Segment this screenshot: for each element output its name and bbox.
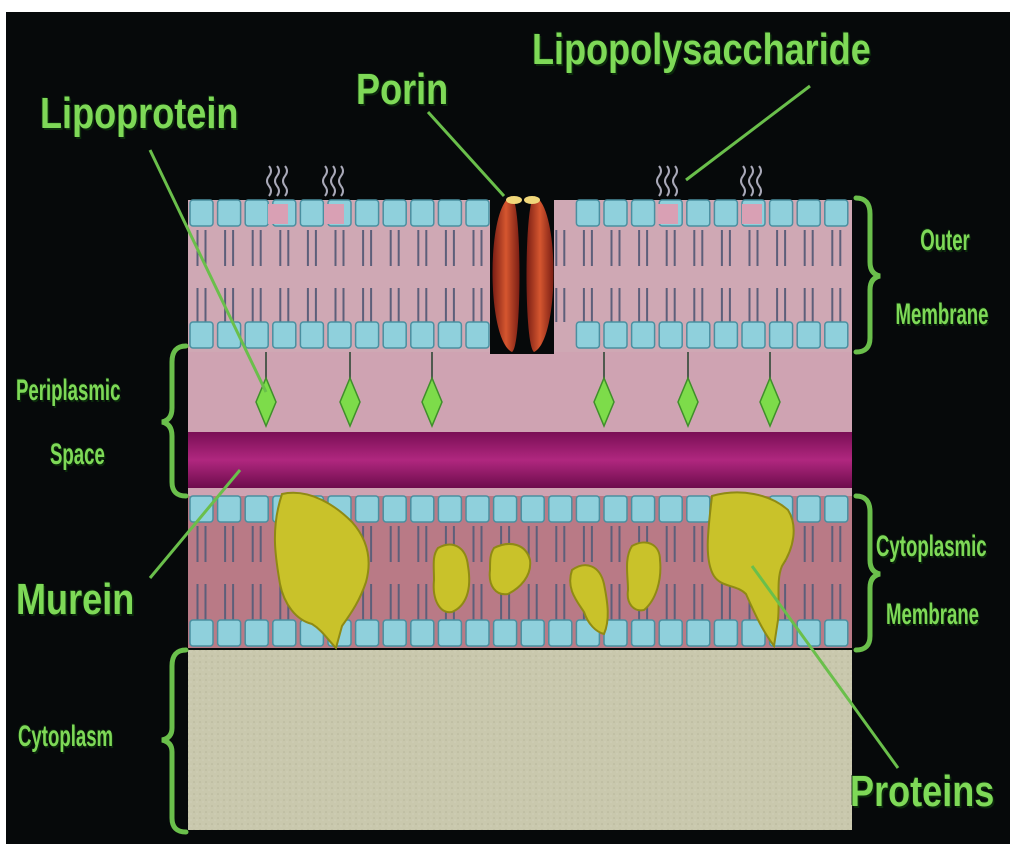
phospholipid-head — [245, 200, 268, 226]
periplasmic-label-line1: Periplasmic — [16, 376, 120, 406]
phospholipid-head — [825, 620, 848, 646]
phospholipid-head — [687, 620, 710, 646]
phospholipid-head — [411, 322, 434, 348]
phospholipid-head — [604, 322, 627, 348]
phospholipid-head — [825, 496, 848, 522]
lps-core — [324, 204, 344, 224]
phospholipid-head — [438, 620, 461, 646]
phospholipid-head — [797, 322, 820, 348]
outer-membrane-label-line1: Outer — [905, 226, 986, 256]
phospholipid-head — [521, 620, 544, 646]
lps-core — [268, 204, 288, 224]
phospholipid-head — [825, 322, 848, 348]
phospholipid-head — [383, 496, 406, 522]
phospholipid-head — [383, 620, 406, 646]
phospholipid-head — [549, 620, 572, 646]
phospholipid-head — [549, 496, 572, 522]
phospholipid-head — [714, 620, 737, 646]
cytoplasmic-label-line2: Membrane — [886, 600, 979, 630]
phospholipid-head — [797, 200, 820, 226]
murein-layer — [188, 432, 852, 488]
phospholipid-head — [190, 322, 213, 348]
periplasmic-space-region — [188, 352, 852, 432]
phospholipid-head — [632, 496, 655, 522]
phospholipid-head — [383, 322, 406, 348]
lps-core — [658, 204, 678, 224]
phospholipid-head — [687, 322, 710, 348]
phospholipid-head — [411, 496, 434, 522]
phospholipid-head — [466, 322, 489, 348]
phospholipid-head — [825, 200, 848, 226]
phospholipid-head — [190, 200, 213, 226]
phospholipid-head — [714, 200, 737, 226]
phospholipid-head — [687, 496, 710, 522]
phospholipid-head — [356, 496, 379, 522]
phospholipid-head — [797, 496, 820, 522]
phospholipid-head — [383, 200, 406, 226]
phospholipid-head — [300, 322, 323, 348]
phospholipid-head — [770, 322, 793, 348]
phospholipid-head — [273, 620, 296, 646]
phospholipid-head — [466, 620, 489, 646]
phospholipid-head — [328, 322, 351, 348]
phospholipid-head — [356, 322, 379, 348]
phospholipid-head — [356, 620, 379, 646]
outer-membrane-label-line2: Membrane — [892, 300, 991, 330]
phospholipid-head — [411, 620, 434, 646]
phospholipid-head — [632, 322, 655, 348]
phospholipid-head — [411, 200, 434, 226]
phospholipid-head — [218, 620, 241, 646]
phospholipid-head — [218, 200, 241, 226]
porin-protein — [490, 196, 554, 354]
lipopolysaccharide-label: Lipopolysaccharide — [532, 28, 871, 72]
phospholipid-head — [714, 322, 737, 348]
phospholipid-head — [659, 322, 682, 348]
phospholipid-head — [190, 620, 213, 646]
phospholipid-head — [576, 200, 599, 226]
phospholipid-head — [300, 200, 323, 226]
phospholipid-head — [245, 322, 268, 348]
phospholipid-head — [273, 322, 296, 348]
phospholipid-head — [521, 496, 544, 522]
cytoplasm-label: Cytoplasm — [18, 722, 113, 752]
proteins-label: Proteins — [850, 770, 994, 814]
phospholipid-head — [632, 620, 655, 646]
porin-label: Porin — [356, 68, 448, 112]
phospholipid-head — [659, 620, 682, 646]
lipoprotein-label: Lipoprotein — [40, 92, 238, 136]
phospholipid-head — [687, 200, 710, 226]
phospholipid-head — [742, 322, 765, 348]
phospholipid-head — [245, 496, 268, 522]
phospholipid-head — [438, 496, 461, 522]
phospholipid-head — [245, 620, 268, 646]
phospholipid-head — [604, 200, 627, 226]
phospholipid-head — [576, 496, 599, 522]
phospholipid-head — [438, 322, 461, 348]
phospholipid-head — [438, 200, 461, 226]
phospholipid-head — [659, 496, 682, 522]
phospholipid-head — [218, 496, 241, 522]
lps-core — [742, 204, 762, 224]
phospholipid-head — [494, 620, 517, 646]
cytoplasmic-label-line1: Cytoplasmic — [876, 532, 987, 562]
phospholipid-head — [576, 322, 599, 348]
phospholipid-head — [770, 200, 793, 226]
periplasmic-label-line2: Space — [50, 440, 105, 470]
phospholipid-head — [632, 200, 655, 226]
phospholipid-head — [466, 496, 489, 522]
phospholipid-head — [356, 200, 379, 226]
phospholipid-head — [494, 496, 517, 522]
phospholipid-head — [466, 200, 489, 226]
cytoplasm-region — [188, 650, 852, 830]
murein-label: Murein — [16, 578, 134, 622]
phospholipid-head — [604, 496, 627, 522]
